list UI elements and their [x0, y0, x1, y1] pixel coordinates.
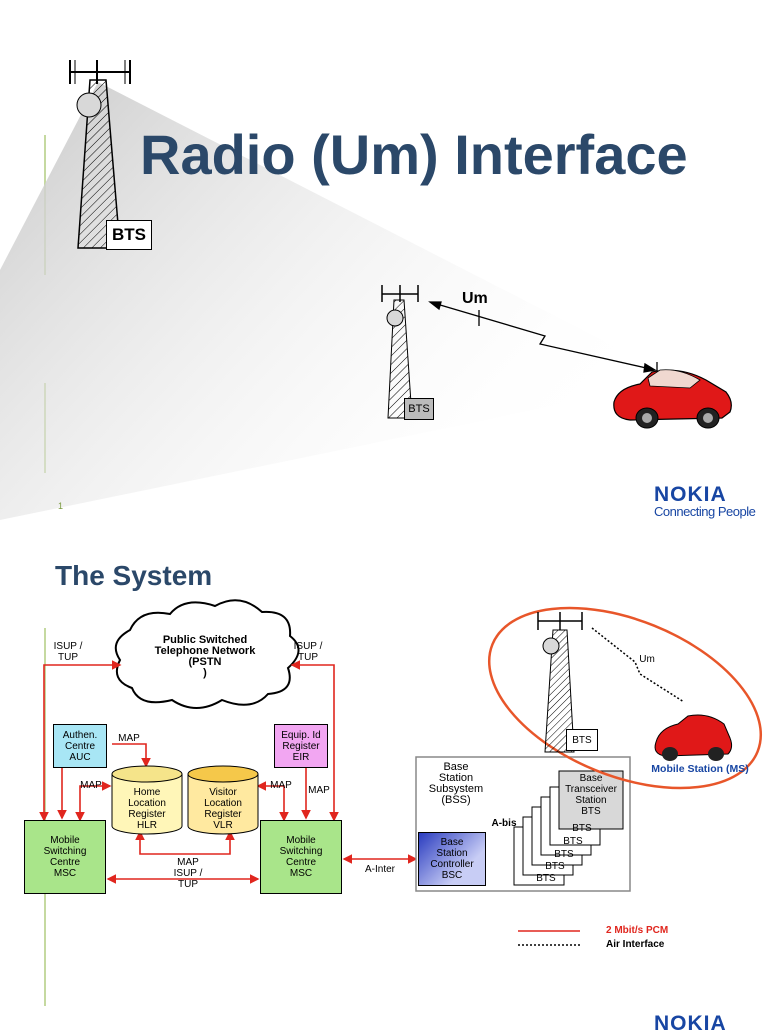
mobile-station-label: Mobile Station (MS): [651, 763, 749, 775]
nokia-tagline: Connecting People: [654, 504, 756, 519]
legend-pcm: 2 Mbit/s PCM: [606, 925, 669, 936]
slide1-graphics: [0, 60, 732, 520]
nokia-logo-bottom: NOKIA: [654, 1012, 727, 1035]
legend-air: Air Interface: [606, 939, 665, 950]
pstn-label: Public Switched Telephone Network (PSTN …: [154, 634, 256, 679]
isup-tup-right-label: ISUP / TUP: [293, 641, 323, 663]
bts-tower-diagram-icon: [537, 612, 583, 753]
vlr-label: Visitor Location Register VLR: [204, 787, 242, 831]
btsu-label: Base Transceiver Station BTS: [565, 773, 617, 817]
bts-large-label: BTS: [106, 220, 152, 250]
map-right-label: MAP: [308, 785, 330, 796]
vlr-database-icon: [187, 765, 259, 835]
car-icon: [613, 369, 732, 429]
hlr-database-icon: [111, 765, 183, 835]
slide2-title: The System: [55, 560, 213, 591]
a-interface-label: A-Inter: [364, 864, 395, 875]
slide1-title: Radio (Um) Interface: [140, 123, 688, 186]
pstn-cloud-icon: [114, 599, 300, 709]
air-interface-ellipse: [487, 606, 763, 790]
bts-stack-1: BTS: [572, 823, 592, 834]
system-diagram-links: [39, 599, 763, 946]
bts-stack-icons: [513, 770, 624, 886]
msc-left-box: Mobile Switching Centre MSC: [24, 820, 106, 894]
auc-box: Authen. Centre AUC: [53, 724, 107, 768]
um-label: Um: [462, 290, 488, 307]
bsc-box: Base Station Controller BSC: [418, 832, 486, 886]
slide-number: 1: [58, 501, 64, 511]
bss-label: Base Station Subsystem (BSS): [428, 761, 484, 806]
bts-stack-4: BTS: [545, 861, 565, 872]
isup-tup-left-label: ISUP / TUP: [53, 641, 83, 663]
bts-tower-label: BTS: [566, 729, 598, 751]
bts-tower-small-icon: [381, 285, 419, 419]
map-isup-bottom-label: MAP ISUP / TUP: [173, 857, 203, 890]
um-air-link: [591, 627, 685, 703]
map-top-label: MAP: [118, 733, 140, 744]
abis-label: A-bis: [491, 818, 517, 829]
bts-stack-3: BTS: [554, 849, 574, 860]
hlr-label: Home Location Register HLR: [128, 787, 166, 831]
bts-stack-2: BTS: [563, 836, 583, 847]
um-diagram-label: Um: [639, 654, 655, 665]
nokia-logo: NOKIA: [654, 483, 727, 506]
radio-beam: [0, 82, 680, 520]
bts-small-label: BTS: [404, 398, 434, 420]
map-mid-label: MAP: [270, 780, 292, 791]
mobile-station-car-icon: [654, 714, 733, 761]
bts-stack-5: BTS: [536, 873, 556, 884]
msc-right-box: Mobile Switching Centre MSC: [260, 820, 342, 894]
map-left-label: MAP: [80, 780, 102, 791]
eir-box: Equip. Id Register EIR: [274, 724, 328, 768]
um-link-arrow: [428, 301, 658, 374]
